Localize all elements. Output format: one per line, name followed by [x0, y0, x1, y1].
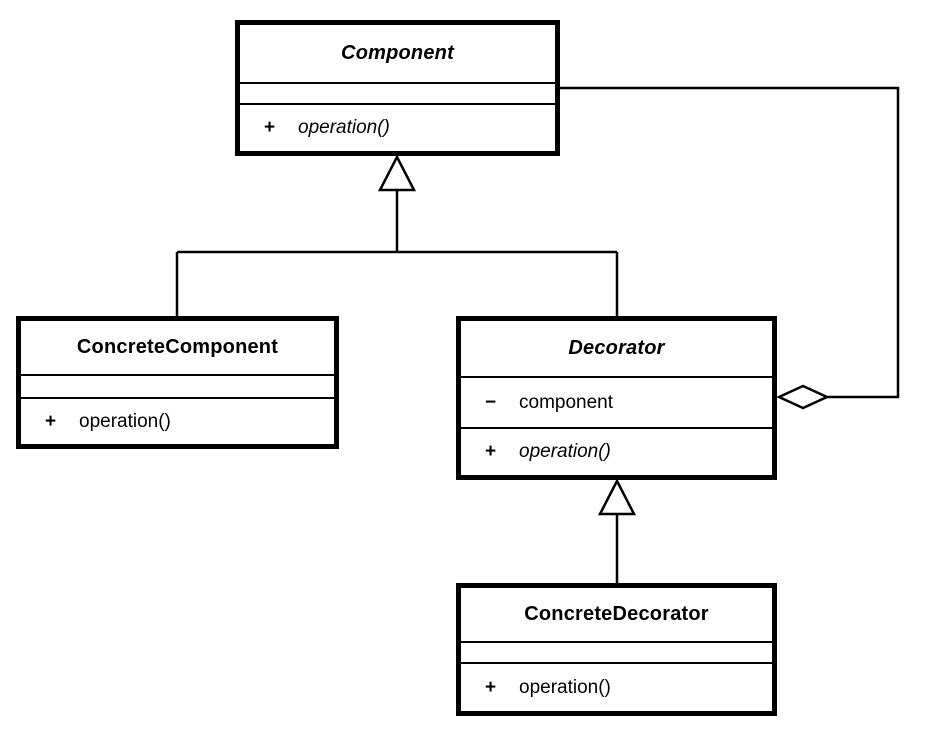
aggregation-line [560, 86, 900, 399]
operation-row: + operation() [240, 105, 555, 151]
operations-compartment: + operation() [240, 103, 555, 151]
visibility-sign: + [45, 410, 57, 432]
visibility-sign: + [264, 117, 276, 138]
class-title: Decorator [568, 337, 665, 359]
generalization-line [175, 189, 619, 316]
aggregation-link-decorator-component [560, 86, 900, 410]
class-title: ConcreteDecorator [524, 603, 709, 625]
class-box-concretedecorator: ConcreteDecorator + operation() [456, 583, 777, 716]
generalization-link-to-component [175, 154, 619, 316]
operations-compartment: + operation() [21, 397, 334, 444]
class-box-decorator: Decorator − component + operation() [456, 316, 777, 480]
class-title: Component [341, 42, 454, 64]
operation-signature: operation() [519, 441, 611, 462]
operation-signature: operation() [79, 410, 171, 432]
operation-signature: operation() [298, 117, 390, 138]
class-title: ConcreteComponent [76, 336, 279, 358]
class-box-component: Component + operation() [235, 20, 560, 156]
class-box-concretecomponent: ConcreteComponent + operation() [16, 316, 339, 449]
attribute-name: component [519, 391, 614, 413]
attributes-compartment [240, 82, 555, 103]
attributes-compartment [461, 641, 772, 662]
operation-row: + operation() [461, 429, 772, 475]
attributes-compartment [21, 374, 334, 397]
generalization-arrowhead-icon [597, 478, 637, 516]
operations-compartment: + operation() [461, 662, 772, 711]
visibility-sign: − [485, 391, 497, 413]
aggregation-diamond-icon [775, 384, 831, 410]
attributes-compartment: − component [461, 376, 772, 427]
attribute-row: − component [461, 378, 772, 427]
operation-row: + operation() [21, 399, 334, 444]
operation-row: + operation() [461, 664, 772, 711]
visibility-sign: + [485, 676, 497, 698]
visibility-sign: + [485, 441, 497, 462]
generalization-arrowhead-icon [377, 154, 417, 192]
generalization-link-to-decorator [597, 478, 637, 583]
operation-signature: operation() [519, 676, 611, 698]
operations-compartment: + operation() [461, 427, 772, 475]
